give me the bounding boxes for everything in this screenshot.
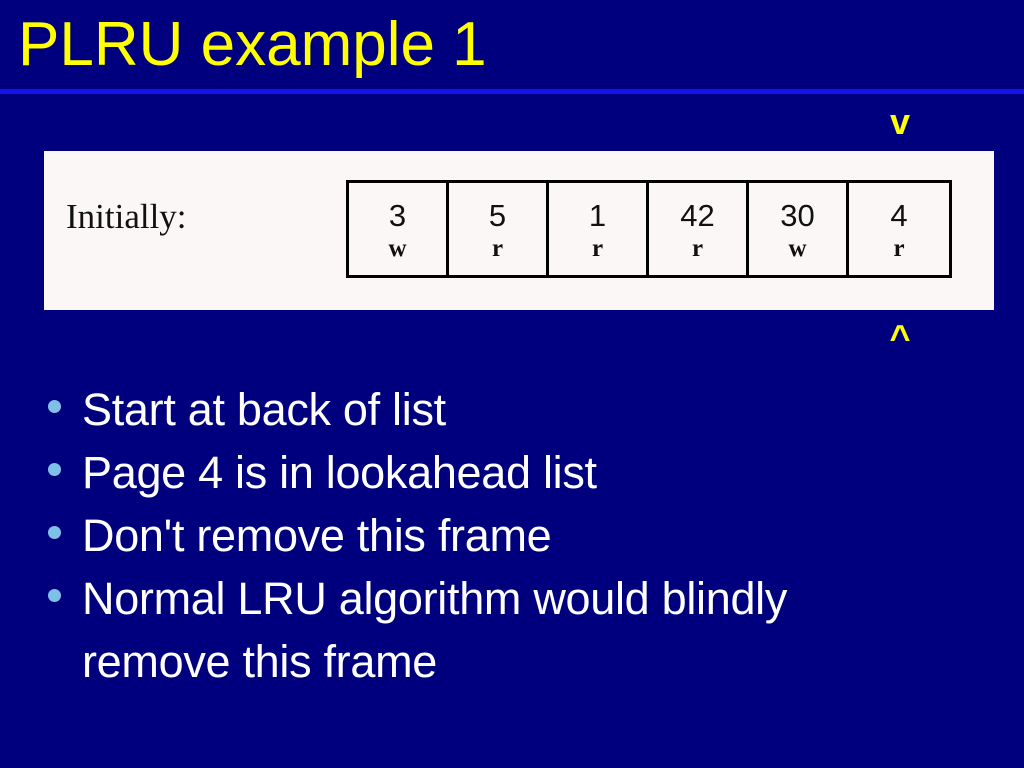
frame-access-mode: w — [788, 234, 807, 262]
page-title: PLRU example 1 — [18, 10, 487, 79]
frame-access-mode: r — [691, 234, 704, 262]
frame-access-mode: r — [893, 234, 905, 262]
frame-page-number: 4 — [890, 197, 908, 233]
bullet-dot-icon — [48, 589, 61, 602]
list-item: Page 4 is in lookahead list — [44, 441, 984, 504]
figure-label: Initially: — [66, 197, 187, 236]
frame-access-mode: r — [491, 234, 504, 262]
frame-page-number: 1 — [588, 197, 607, 233]
bullet-dot-icon — [48, 400, 61, 413]
bullet-list: Start at back of list Page 4 is in looka… — [44, 378, 984, 693]
title-divider — [0, 89, 1024, 94]
list-item: Don't remove this frame — [44, 504, 984, 567]
bullet-dot-icon — [48, 463, 61, 476]
pointer-up-marker: ^ — [889, 317, 911, 358]
frame-cell: 3 w — [349, 183, 449, 275]
frame-page-number: 3 — [388, 197, 407, 233]
frame-cell: 1 r — [549, 183, 649, 275]
frame-cell: 42 r — [649, 183, 749, 275]
list-item-label: Start at back of list — [82, 384, 446, 435]
list-item-label: Don't remove this frame — [82, 510, 552, 561]
frame-cell: 5 r — [449, 183, 549, 275]
list-item: Start at back of list — [44, 378, 984, 441]
bullet-dot-icon — [48, 526, 61, 539]
figure-panel: Initially: 3 w 5 r 1 r 42 r 30 w — [44, 151, 994, 310]
frame-access-mode: r — [591, 234, 604, 262]
pointer-down-marker: v — [889, 101, 911, 142]
frame-page-number: 42 — [680, 197, 715, 233]
frame-cell: 4 r — [849, 183, 949, 275]
frame-access-mode: w — [388, 234, 407, 262]
list-item-label: Normal LRU algorithm would blindly remov… — [82, 573, 788, 687]
list-item: Normal LRU algorithm would blindly remov… — [44, 567, 984, 693]
frame-page-number: 5 — [488, 197, 507, 233]
frame-page-number: 30 — [780, 197, 815, 233]
list-item-label: Page 4 is in lookahead list — [82, 447, 597, 498]
frame-cell: 30 w — [749, 183, 849, 275]
frame-list-table: 3 w 5 r 1 r 42 r 30 w 4 r — [346, 180, 952, 278]
